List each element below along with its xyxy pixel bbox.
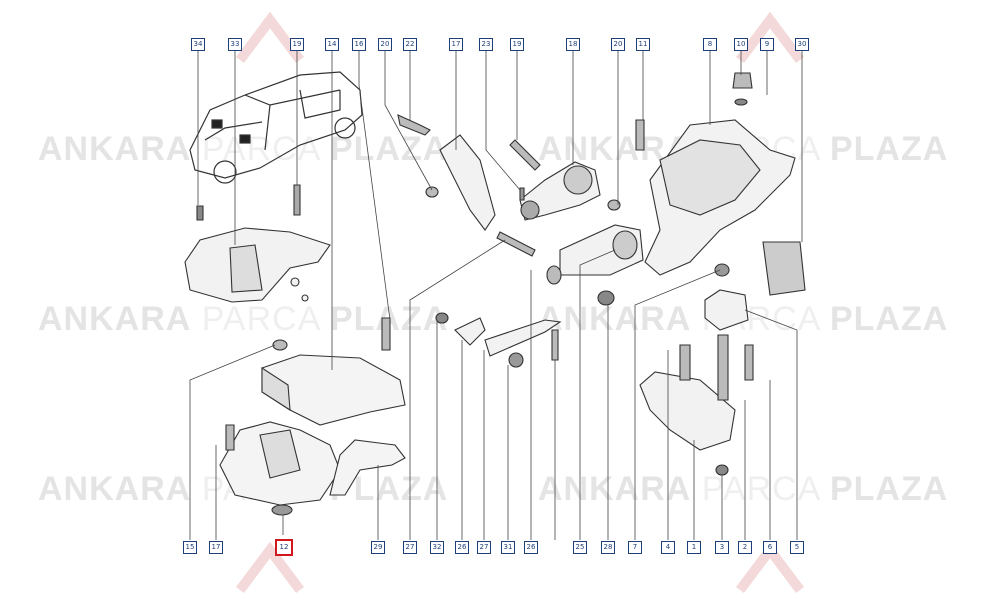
part-callout[interactable]: 7 — [628, 541, 642, 554]
part-callout[interactable]: 11 — [636, 38, 650, 51]
part-callout[interactable]: 18 — [566, 38, 580, 51]
part-callout[interactable]: 26 — [455, 541, 469, 554]
torque-rod-assembly — [397, 114, 644, 368]
car-illustration — [189, 71, 363, 184]
watermark: ANKARA PARCA PLAZA — [38, 300, 447, 338]
part-callout[interactable]: 14 — [325, 38, 339, 51]
part-callout[interactable]: 31 — [501, 541, 515, 554]
part-callout[interactable]: 25 — [573, 541, 587, 554]
part-callout[interactable]: 34 — [191, 38, 205, 51]
part-callout[interactable]: 16 — [352, 38, 366, 51]
part-callout[interactable]: 19 — [290, 38, 304, 51]
part-callout[interactable]: 32 — [430, 541, 444, 554]
part-callout[interactable]: 20 — [378, 38, 392, 51]
part-callout[interactable]: 2 — [738, 541, 752, 554]
part-callout[interactable]: 27 — [477, 541, 491, 554]
part-callout[interactable]: 15 — [183, 541, 197, 554]
part-callout[interactable]: 17 — [209, 541, 223, 554]
part-callout[interactable]: 20 — [611, 38, 625, 51]
part-callout[interactable]: 30 — [795, 38, 809, 51]
part-callout[interactable]: 27 — [403, 541, 417, 554]
part-callout[interactable]: 29 — [371, 541, 385, 554]
engine-mount-bracket — [219, 317, 406, 516]
engine-mount-left — [184, 184, 331, 303]
part-callout[interactable]: 1 — [687, 541, 701, 554]
watermark: ANKARA PARCA PLAZA — [538, 470, 949, 508]
gearbox-mount-bracket — [635, 72, 806, 476]
part-callout[interactable]: 9 — [760, 38, 774, 51]
part-callout[interactable]: 5 — [790, 541, 804, 554]
part-callout[interactable]: 8 — [703, 38, 717, 51]
part-callout[interactable]: 17 — [449, 38, 463, 51]
part-callout[interactable]: 10 — [734, 38, 748, 51]
part-callout[interactable]: 26 — [524, 541, 538, 554]
part-callout[interactable]: 4 — [661, 541, 675, 554]
part-callout[interactable]: 23 — [479, 38, 493, 51]
part-callout-selected[interactable]: 12 — [275, 539, 293, 556]
part-callout[interactable]: 19 — [510, 38, 524, 51]
part-callout[interactable]: 28 — [601, 541, 615, 554]
part-callout[interactable]: 33 — [228, 38, 242, 51]
part-callout[interactable]: 22 — [403, 38, 417, 51]
leader-lines — [189, 50, 803, 540]
part-callout[interactable]: 3 — [715, 541, 729, 554]
part-callout[interactable]: 6 — [763, 541, 777, 554]
